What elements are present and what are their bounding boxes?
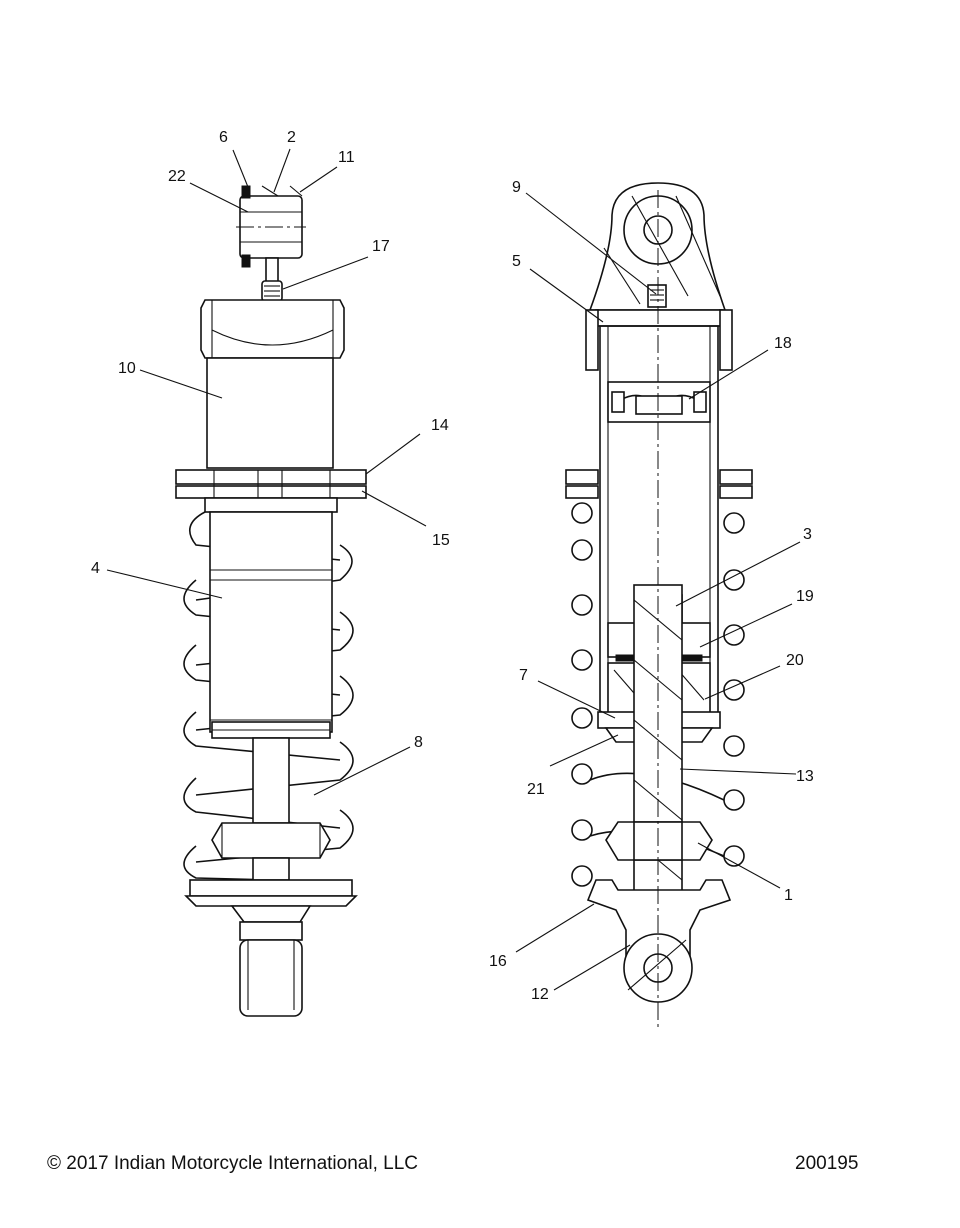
lower-mount-section — [586, 879, 732, 1003]
drawing-number: 200195 — [795, 1153, 859, 1174]
callouts: 6 2 11 22 17 10 14 15 4 8 9 5 18 3 19 20… — [91, 129, 814, 1003]
callout-21: 21 — [527, 781, 545, 798]
callout-22: 22 — [168, 168, 186, 185]
callout-13: 13 — [796, 768, 814, 785]
callout-2: 2 — [287, 129, 296, 146]
shock-lower-body — [209, 511, 333, 733]
callout-12: 12 — [531, 986, 549, 1003]
shock-exterior-view — [175, 185, 367, 1017]
shock-body-tube — [206, 357, 334, 469]
callout-11: 11 — [338, 149, 355, 166]
lower-spring-seat — [184, 879, 358, 923]
floating-piston — [607, 381, 711, 423]
spring-retainer-section — [565, 469, 753, 499]
body-tube-section — [585, 309, 733, 727]
callout-19: 19 — [796, 588, 814, 605]
callout-7: 7 — [519, 667, 528, 684]
callout-17: 17 — [372, 238, 390, 255]
coil-spring — [183, 511, 354, 883]
callout-8: 8 — [414, 734, 423, 751]
callout-4: 4 — [91, 560, 100, 577]
piston-rod — [252, 737, 290, 824]
callout-15: 15 — [432, 532, 450, 549]
top-eye-bushing — [236, 185, 306, 283]
lower-eye — [239, 921, 303, 1017]
callout-16: 16 — [489, 953, 507, 970]
bump-stop — [211, 822, 331, 859]
callout-14: 14 — [431, 417, 449, 434]
callout-1: 1 — [784, 887, 793, 904]
valve-section — [647, 284, 667, 308]
callout-6: 6 — [219, 129, 228, 146]
callout-10: 10 — [118, 360, 136, 377]
callout-9: 9 — [512, 179, 521, 196]
top-cap — [200, 299, 345, 359]
callout-3: 3 — [803, 526, 812, 543]
shock-cross-section-view — [565, 182, 753, 1030]
copyright-notice: © 2017 Indian Motorcycle International, … — [47, 1153, 418, 1174]
spring-retainer — [175, 469, 367, 513]
leader-lines — [106, 148, 801, 991]
callout-20: 20 — [786, 652, 804, 669]
callout-5: 5 — [512, 253, 521, 270]
callout-18: 18 — [774, 335, 792, 352]
